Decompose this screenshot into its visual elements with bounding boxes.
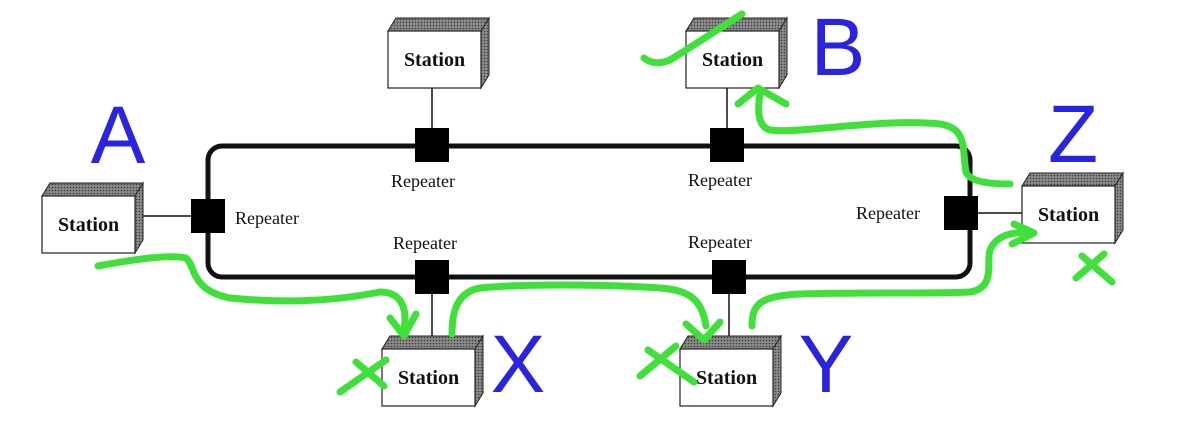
green-annotations — [94, 10, 1116, 396]
repeater-label-top-left: Repeater — [391, 171, 455, 191]
path-x-to-y — [448, 281, 710, 338]
path-z-to-b — [755, 90, 1014, 188]
arrow-into-b — [734, 84, 790, 108]
arrow-into-z — [1008, 220, 1038, 248]
cross-mark-z2 — [1078, 252, 1116, 286]
station-top-left: Station — [387, 16, 490, 90]
station-bottom-left: Station — [381, 334, 484, 408]
path-y-to-z — [748, 228, 1034, 330]
arrow-into-y — [682, 318, 724, 344]
station-label-right: Station — [1038, 204, 1099, 226]
station-label-top-right: Station — [702, 49, 763, 71]
arrow-into-x — [386, 310, 420, 340]
cross-mark-x2 — [352, 358, 388, 390]
repeater-label-bottom-right: Repeater — [688, 232, 752, 252]
repeater-bottom-right — [712, 260, 746, 294]
cross-mark-y2 — [644, 346, 698, 386]
station-left: Station — [41, 181, 144, 255]
repeater-bottom-left — [415, 260, 449, 294]
path-a-to-x — [94, 253, 409, 334]
repeater-label-left: Repeater — [235, 208, 299, 228]
cross-mark-x1 — [336, 356, 390, 396]
repeaters — [191, 128, 978, 294]
letter-y: Y — [799, 319, 854, 410]
letter-x: X — [491, 319, 546, 410]
repeater-label-bottom-left: Repeater — [393, 233, 457, 253]
repeater-label-right: Repeater — [856, 203, 920, 223]
station-label-bottom-left: Station — [398, 367, 459, 389]
station-label-left: Station — [58, 214, 119, 236]
station-links — [143, 88, 1024, 340]
station-right: Station — [1021, 171, 1124, 245]
repeater-top-left — [415, 128, 449, 162]
repeater-label-top-right: Repeater — [688, 170, 752, 190]
station-bottom-right: Station — [679, 334, 782, 408]
annotation-letters: A B Z X Y — [91, 2, 1098, 410]
letter-b: B — [811, 2, 866, 93]
station-top-right: Station — [685, 16, 788, 90]
letter-a: A — [91, 90, 146, 181]
check-mark-b — [640, 10, 746, 67]
repeater-top-right — [710, 128, 744, 162]
letter-z: Z — [1048, 89, 1098, 180]
repeater-left — [191, 199, 225, 233]
station-label-bottom-right: Station — [696, 367, 757, 389]
repeater-right — [944, 196, 978, 230]
station-label-top-left: Station — [404, 49, 465, 71]
